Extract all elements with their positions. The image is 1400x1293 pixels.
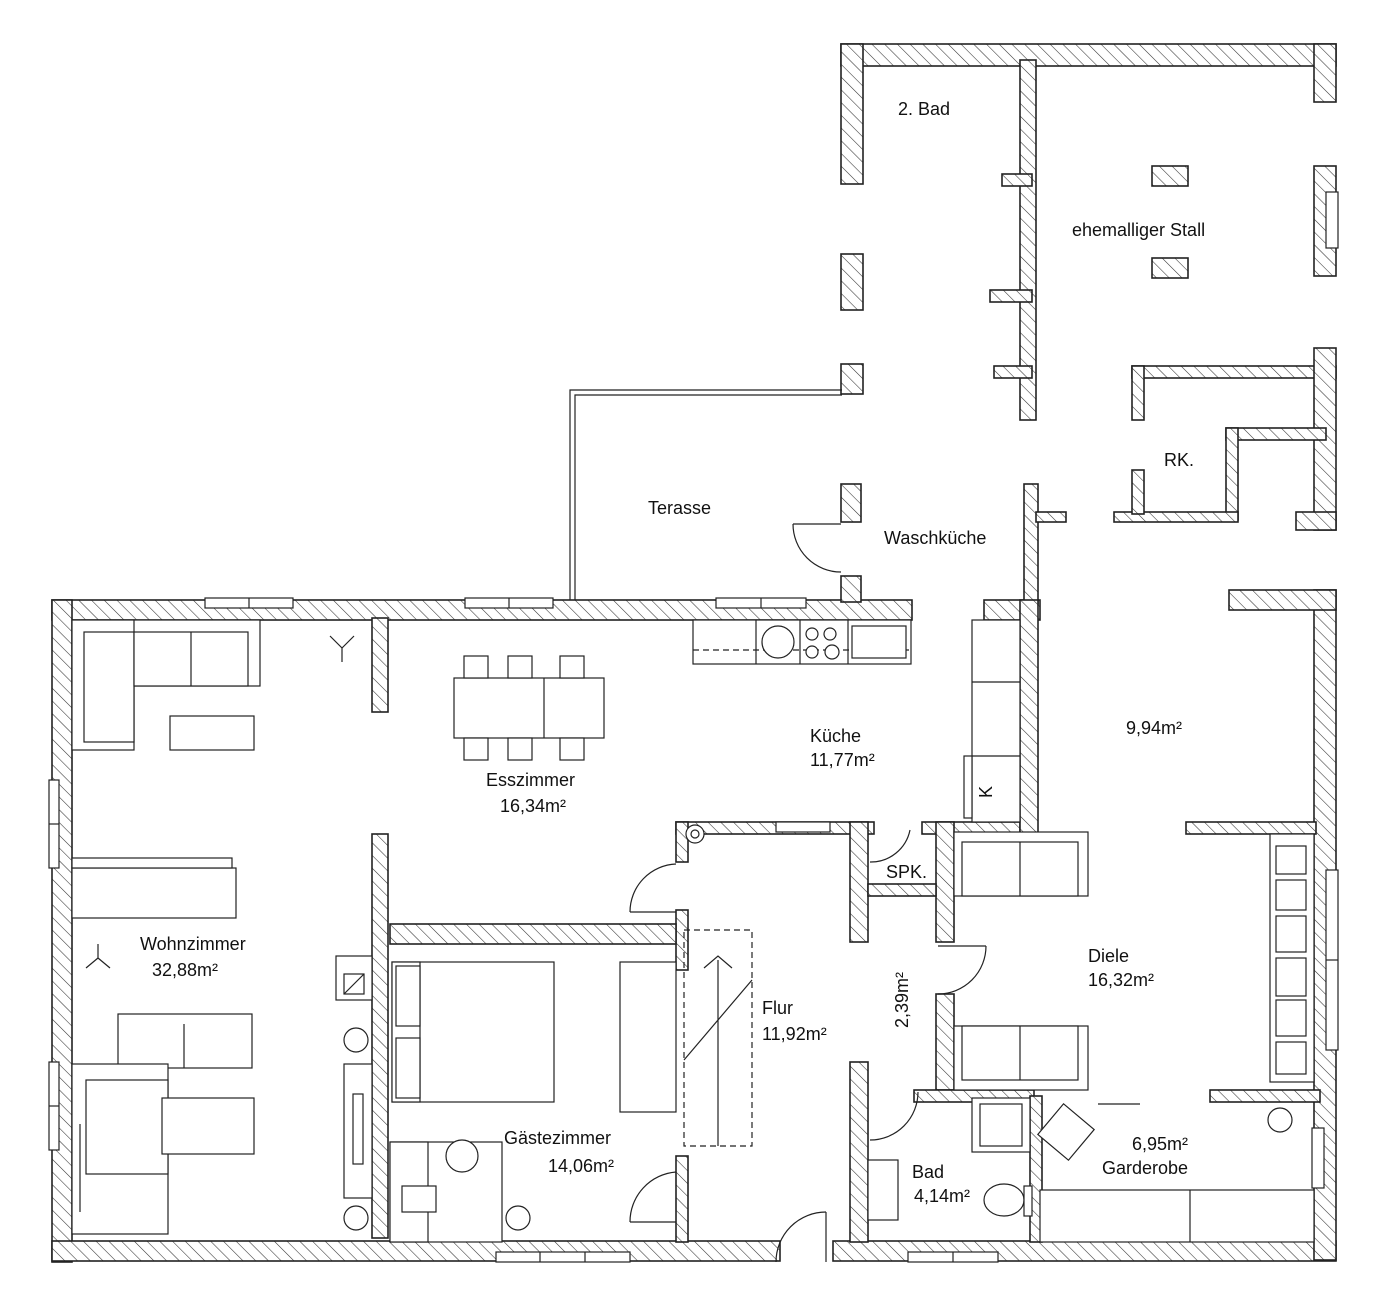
room-name-terasse: Terasse — [648, 498, 711, 518]
room-name-rk: RK. — [1164, 450, 1194, 470]
room-name-kueche: Küche — [810, 726, 861, 746]
room-area-gaestezimmer: 14,06m² — [548, 1156, 614, 1176]
room-name-gaestezimmer: Gästezimmer — [504, 1128, 611, 1148]
room-name-garderobe: Garderobe — [1102, 1158, 1188, 1178]
room-name-waschkueche: Waschküche — [884, 528, 986, 548]
dining-furniture — [453, 655, 605, 761]
living-room-furniture — [71, 619, 373, 1235]
room-area-flur: 11,92m² — [762, 1024, 827, 1044]
room-area-flur-small: 2,39m² — [892, 972, 912, 1028]
room-name-stall: ehemalliger Stall — [1072, 220, 1205, 240]
room-name-diele: Diele — [1088, 946, 1129, 966]
interior-walls — [371, 599, 1321, 1243]
guest-room-furniture — [389, 961, 677, 1243]
doors — [629, 523, 987, 1263]
room-name-flur: Flur — [762, 998, 793, 1018]
wardrobe-furniture — [1036, 1102, 1315, 1243]
room-labels: 2. Bad ehemalliger Stall RK. Terasse Was… — [140, 99, 1205, 1206]
room-name-esszimmer: Esszimmer — [486, 770, 575, 790]
terrace-outline — [569, 389, 842, 600]
staircase — [683, 929, 753, 1147]
room-name-wohnzimmer: Wohnzimmer — [140, 934, 246, 954]
bath-furniture — [867, 1097, 1033, 1221]
upper-walls — [840, 43, 1337, 605]
room-area-garderobe: 6,95m² — [1132, 1134, 1188, 1154]
room-area-wohnzimmer: 32,88m² — [152, 960, 218, 980]
room-area-bad: 4,14m² — [914, 1186, 970, 1206]
fridge-label: K — [976, 786, 996, 798]
room-area-diele: 16,32m² — [1088, 970, 1154, 990]
room-name-spk: SPK. — [886, 862, 927, 882]
kitchen-furniture: K — [685, 619, 1021, 844]
room-area-unnamed: 9,94m² — [1126, 718, 1182, 738]
room-area-esszimmer: 16,34m² — [500, 796, 566, 816]
windows — [48, 191, 1339, 1263]
room-area-kueche: 11,77m² — [810, 750, 875, 770]
hall-furniture — [953, 831, 1315, 1091]
room-name-bad2: 2. Bad — [898, 99, 950, 119]
room-name-bad: Bad — [912, 1162, 944, 1182]
